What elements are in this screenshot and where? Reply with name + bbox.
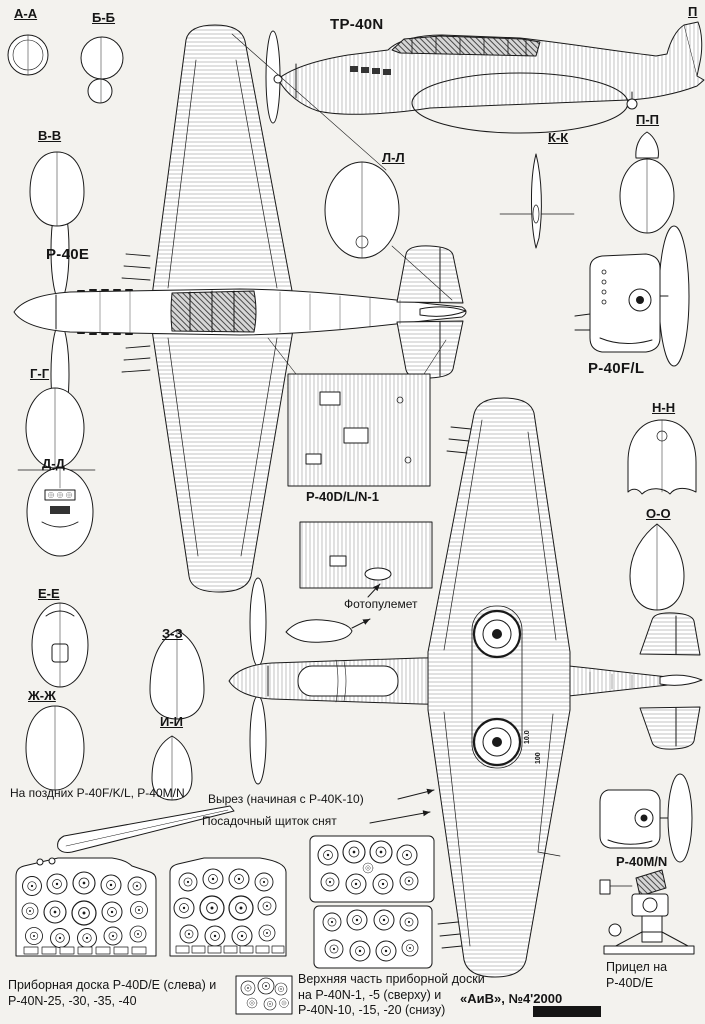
section-vv-drawing xyxy=(29,151,85,227)
caption-gunsight-line1: Прицел на xyxy=(606,960,668,974)
tp40n-side-view-drawing xyxy=(265,21,705,134)
section-label-gg: Г-Г xyxy=(30,366,50,381)
note-photo-gun: Фотопулемет xyxy=(344,597,418,611)
instrument-panel-upper-right-drawing xyxy=(309,835,435,903)
p40-bottom-view-drawing xyxy=(228,397,703,978)
instrument-panel-lower-right-drawing xyxy=(313,905,433,969)
instrument-panel-left-drawing xyxy=(15,857,157,957)
p40fl-front-view-drawing xyxy=(574,225,690,367)
p40mn-front-view-drawing xyxy=(599,773,693,863)
caption-gunsight: Прицел на P-40D/E xyxy=(606,960,667,991)
aircraft-label-p40e: P-40E xyxy=(46,246,90,263)
section-kk-drawing xyxy=(499,153,575,249)
section-label-pp: П-П xyxy=(636,112,660,127)
wing-panel-inset-photo-gun xyxy=(285,521,433,643)
aircraft-label-p40dln1: P-40D/L/N-1 xyxy=(306,489,379,504)
late-fin-strake-drawing xyxy=(57,805,235,853)
section-ii-drawing xyxy=(151,735,193,801)
caption-panels-left-line2: P-40N-25, -30, -35, -40 xyxy=(8,993,137,1008)
section-label-ll: Л-Л xyxy=(382,150,405,165)
section-label-dd: Д-Д xyxy=(42,456,65,471)
caption-panels-left: Приборная доска P-40D/E (слева) и P-40N-… xyxy=(8,978,216,1009)
aircraft-label-p40mn: P-40M/N xyxy=(616,854,668,869)
note-late-fin: На поздних P-40F/K/L, P-40M/N xyxy=(10,786,185,800)
section-label-ee: Е-Е xyxy=(38,586,60,601)
caption-panels-left-line1: Приборная доска P-40D/E (слева) и xyxy=(8,978,217,992)
note-flap-removed: Посадочный щиток снят xyxy=(202,814,337,828)
gunsight-drawing xyxy=(599,869,695,955)
wing-stencil-2: 100 xyxy=(535,752,542,764)
wing-stencil-1: 10.0 xyxy=(524,730,531,744)
section-zhzh-drawing xyxy=(25,705,85,791)
caption-panels-center: Верхняя часть приборной доски на P-40N-1… xyxy=(298,972,485,1019)
section-label-ii: И-И xyxy=(160,714,184,729)
caption-panels-center-line2: на P-40N-1, -5 (сверху) и xyxy=(298,987,442,1002)
section-leader-lines xyxy=(231,33,453,301)
section-bb-drawing xyxy=(80,36,124,104)
section-aa-drawing xyxy=(7,34,49,76)
section-label-aa: А-А xyxy=(14,6,38,21)
aircraft-label-tp40n: ТР-40N xyxy=(330,16,384,33)
section-label-nn: Н-Н xyxy=(652,400,676,415)
section-label-oo: О-О xyxy=(646,506,671,521)
caption-panels-center-line3: P-40N-10, -15, -20 (снизу) xyxy=(298,1003,446,1018)
section-label-vv: В-В xyxy=(38,128,62,143)
wing-panel-inset-p40dln1 xyxy=(267,337,447,487)
footer-scale-bar xyxy=(533,1006,601,1017)
caption-gunsight-line2: P-40D/E xyxy=(606,975,654,990)
aircraft-label-p40fl: P-40F/L xyxy=(588,360,645,377)
section-ll-drawing xyxy=(324,161,400,259)
footer-publication: «АиВ», №4'2000 xyxy=(460,991,563,1006)
section-label-bb: Б-Б xyxy=(92,10,116,25)
section-nn-drawing xyxy=(627,419,697,495)
p40e-top-view-drawing xyxy=(13,24,467,593)
caption-panels-center-line1: Верхняя часть приборной доски xyxy=(298,972,485,986)
section-pp-drawing xyxy=(619,131,675,234)
section-label-zhzh: Ж-Ж xyxy=(28,688,56,703)
section-label-p: П xyxy=(688,4,698,19)
section-label-kk: К-К xyxy=(548,130,569,145)
note-cutout: Вырез (начиная с P-40K-10) xyxy=(208,792,364,806)
instrument-panel-middle-drawing xyxy=(169,857,287,957)
section-dd-drawing xyxy=(26,467,94,557)
section-ee-drawing xyxy=(31,602,89,688)
section-label-zz: З-З xyxy=(162,626,183,641)
section-oo-drawing xyxy=(629,523,685,611)
section-zz-drawing xyxy=(149,629,205,720)
instrument-panel-small-drawing xyxy=(235,975,293,1015)
